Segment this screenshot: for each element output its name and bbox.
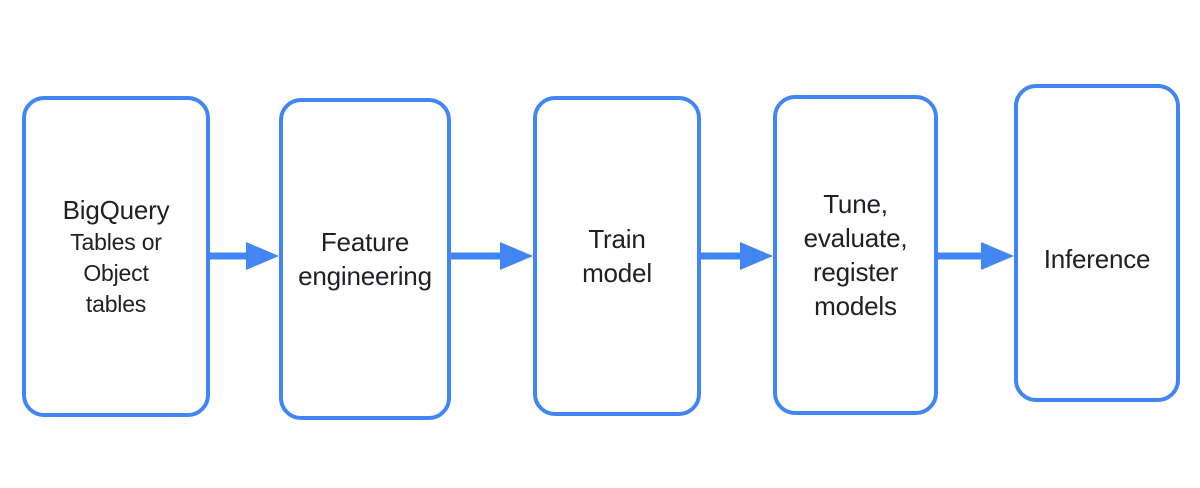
node-label: Train model — [582, 224, 652, 288]
arrow-right-icon — [451, 242, 533, 270]
node-inference: Inference — [1014, 84, 1180, 402]
node-train-model: Train model — [533, 96, 701, 416]
node-label: Feature engineering — [298, 227, 432, 291]
arrow-right-icon — [938, 242, 1014, 270]
node-label: Tune, evaluate, register models — [803, 189, 908, 321]
node-tune-evaluate-register: Tune, evaluate, register models — [773, 95, 938, 415]
arrow-right-icon — [701, 242, 773, 270]
node-title: BigQuery — [62, 194, 170, 225]
node-label: Inference — [1043, 244, 1151, 274]
node-subtitle: Tables or Object tables — [70, 228, 162, 317]
arrow-right-icon — [210, 242, 279, 270]
node-bigquery-tables: BigQuery Tables or Object tables — [22, 96, 210, 417]
node-feature-engineering: Feature engineering — [279, 98, 451, 420]
